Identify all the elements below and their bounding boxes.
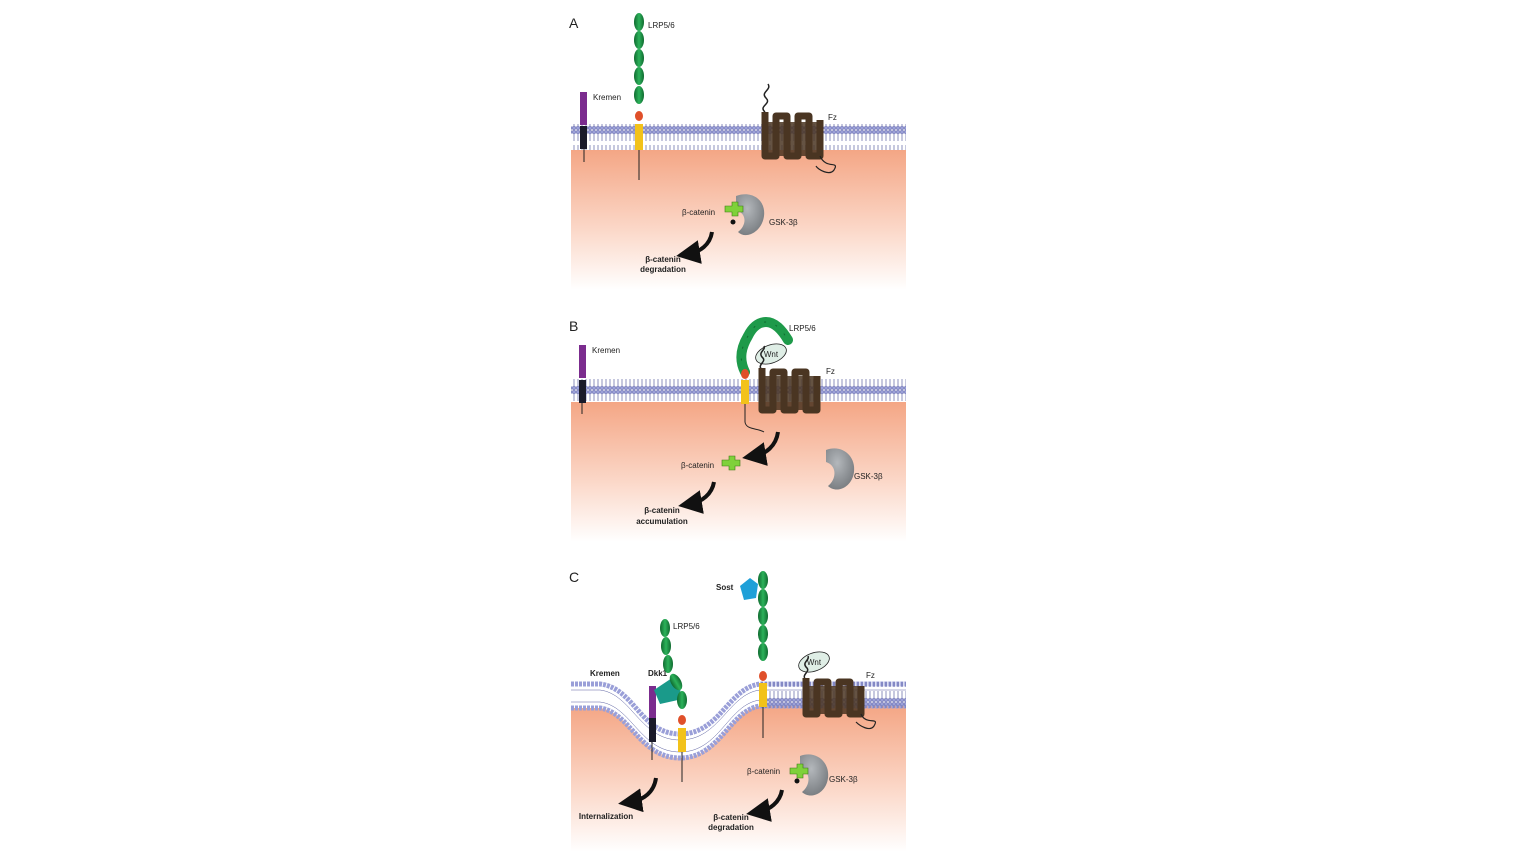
phosphate-marker (794, 778, 800, 784)
beta-catenin-protein (721, 455, 741, 471)
lrp5-6-receptor (660, 619, 687, 782)
beta-catenin-protein (789, 763, 809, 779)
outcome-line-2: accumulation (636, 517, 688, 526)
panel-letter: B (569, 318, 578, 334)
kremen-label: Kremen (592, 346, 620, 355)
fz-label: Fz (828, 113, 837, 122)
gsk-label: GSK-3β (769, 218, 798, 227)
cell-membrane (571, 124, 906, 150)
internalization-label: Internalization (579, 812, 633, 821)
outcome-line-2: degradation (640, 265, 686, 274)
lrp5-6-receptor (736, 316, 793, 433)
wnt-label: Wnt (764, 350, 779, 359)
signal-arrow (742, 431, 780, 466)
panel-a: A Kremen LRP5/6 Fz (569, 13, 906, 290)
frizzled-receptor (758, 345, 821, 414)
frizzled-receptor (761, 83, 836, 174)
gsk3b-protein (826, 448, 855, 490)
kremen-receptor (649, 686, 656, 760)
bcat-label: β-catenin (682, 208, 715, 217)
gsk-label: GSK-3β (829, 775, 858, 784)
cell-membrane (571, 378, 906, 404)
gsk3b-protein (800, 754, 829, 796)
panel-letter: C (569, 569, 579, 585)
outcome-line-1: β-catenin (713, 813, 749, 822)
lrp5-6-receptor (634, 13, 644, 180)
sost-label: Sost (716, 583, 734, 592)
panel-letter: A (569, 15, 579, 31)
gsk-label: GSK-3β (854, 472, 883, 481)
panel-b: B Kremen LRP5/6 Wnt Fz (569, 316, 906, 542)
degradation-arrow (746, 789, 784, 822)
wnt-label: Wnt (807, 658, 822, 667)
outcome-line-1: β-catenin (644, 506, 680, 515)
lrp5-6-receptor-sost (758, 571, 768, 738)
outcome-line-2: degradation (708, 823, 754, 832)
kremen-label: Kremen (593, 93, 621, 102)
accumulation-arrow (678, 481, 716, 514)
panel-c: C Kremen Dkk1 (569, 569, 906, 852)
sost-protein (740, 578, 758, 600)
fz-label: Fz (826, 367, 835, 376)
lrp-label: LRP5/6 (789, 324, 816, 333)
kremen-receptor (580, 92, 587, 162)
cytoplasm (571, 150, 906, 290)
gsk3b-protein (736, 194, 765, 236)
beta-catenin-protein (724, 201, 744, 217)
phosphate-marker (730, 219, 736, 225)
frizzled-receptor (802, 655, 876, 730)
fz-label: Fz (866, 671, 875, 680)
cytoplasm (571, 706, 906, 852)
kremen-label: Kremen (590, 669, 620, 678)
bcat-label: β-catenin (681, 461, 714, 470)
internalization-arrow (618, 777, 658, 813)
bcat-label: β-catenin (747, 767, 780, 776)
dkk1-label: Dkk1 (648, 669, 668, 678)
lrp-label: LRP5/6 (648, 21, 675, 30)
degradation-arrow (676, 231, 714, 264)
outcome-line-1: β-catenin (645, 255, 681, 264)
kremen-receptor (579, 345, 586, 414)
lrp-label: LRP5/6 (673, 622, 700, 631)
